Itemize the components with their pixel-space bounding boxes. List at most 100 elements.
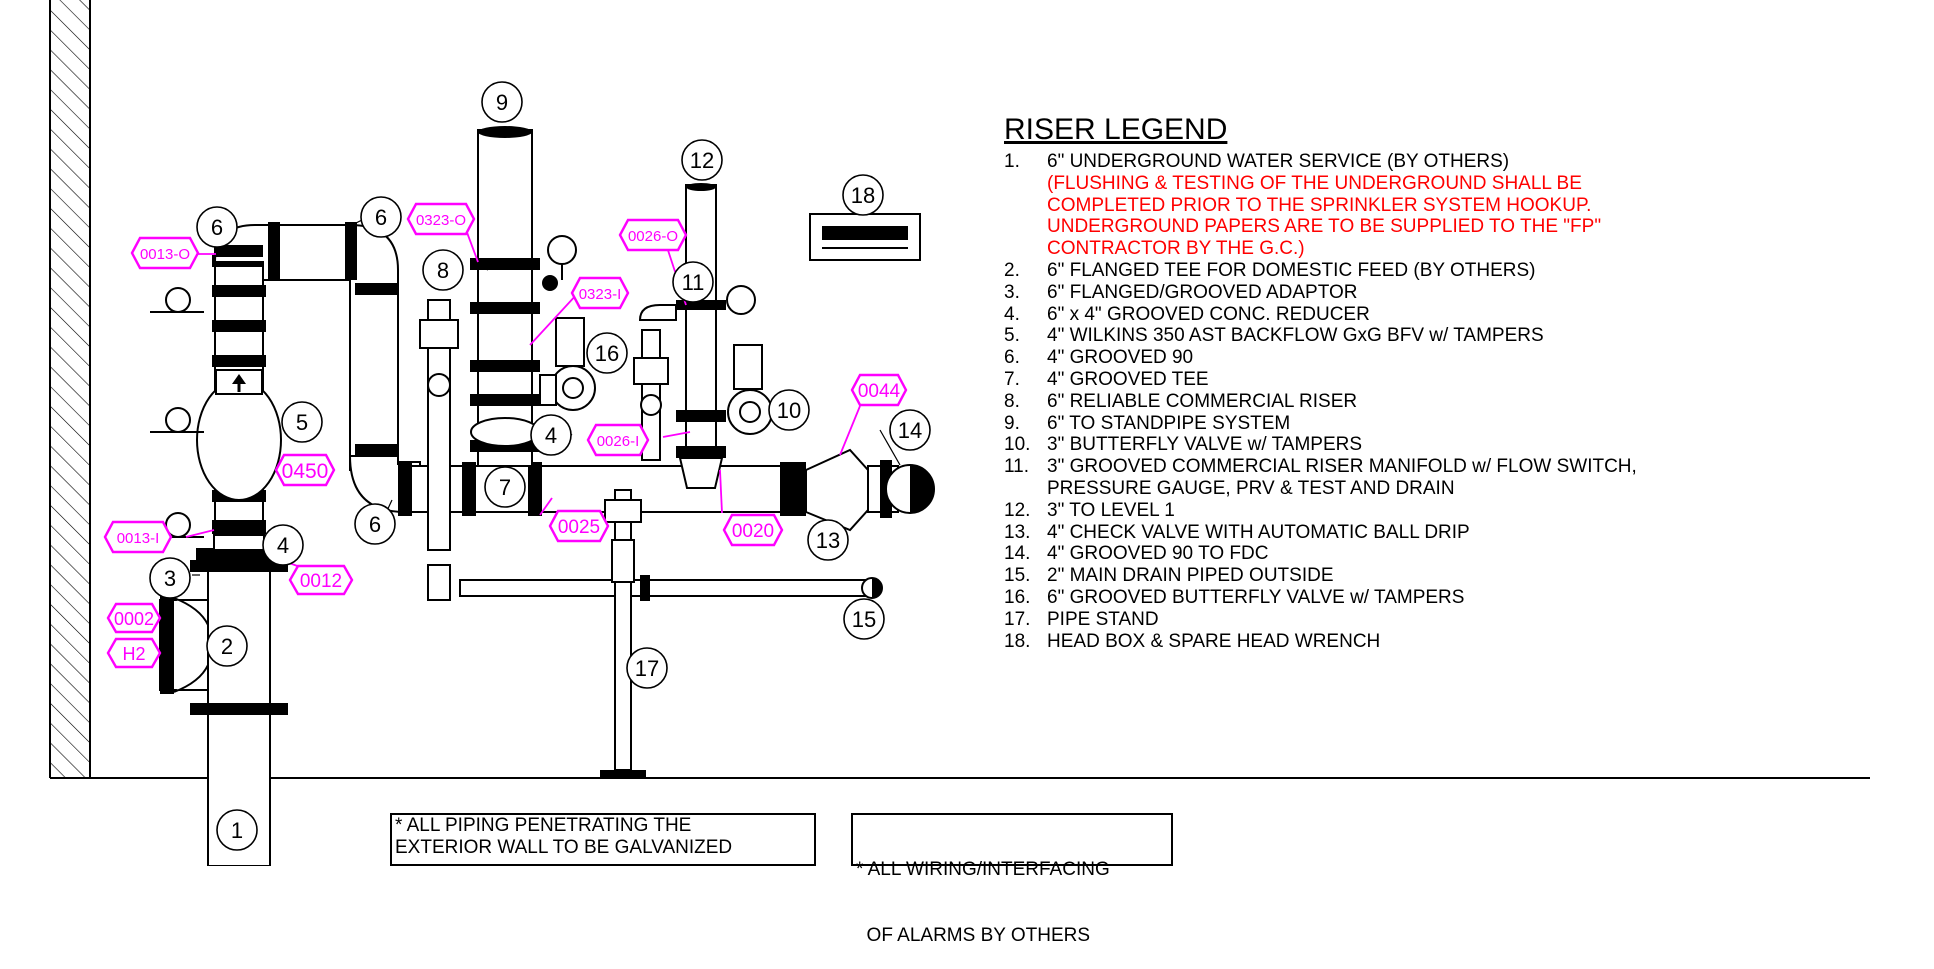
legend-item-line: 4.6" x 4" GROOVED CONC. REDUCER xyxy=(1004,304,1904,326)
legend-item-number: 5. xyxy=(1004,325,1020,347)
svg-text:2: 2 xyxy=(221,634,233,659)
legend-item-number: 13. xyxy=(1004,521,1031,543)
legend-item-text: PIPE STAND xyxy=(1047,608,1159,630)
callout-12: 12 xyxy=(681,139,723,181)
tag-0013-o: 0013-O xyxy=(130,236,200,270)
tag-0450: 0450 xyxy=(274,453,336,487)
alarm-wiring-note: * ALL WIRING/INTERFACING OF ALARMS BY OT… xyxy=(851,813,1173,946)
legend-item-text: 6" FLANGED/GROOVED ADAPTOR xyxy=(1047,281,1358,303)
svg-text:16: 16 xyxy=(595,341,619,366)
callout-7: 7 xyxy=(484,466,526,508)
legend-item-note-line: CONTRACTOR BY THE G.C.) xyxy=(1004,238,1904,260)
legend-item-number: 9. xyxy=(1004,412,1020,434)
svg-text:12: 12 xyxy=(690,148,714,173)
callout-1: 1 xyxy=(216,809,258,851)
callout-6-bottom: 6 xyxy=(354,503,396,545)
callout-8: 8 xyxy=(422,249,464,291)
legend-item-line: 7.4" GROOVED TEE xyxy=(1004,369,1904,391)
tag-0026-i: 0026-I xyxy=(586,423,650,457)
callout-3: 3 xyxy=(149,557,191,599)
check-valve xyxy=(794,448,869,532)
legend-item-line: 17.PIPE STAND xyxy=(1004,609,1904,631)
svg-text:6: 6 xyxy=(375,205,387,230)
flanged-tee xyxy=(159,596,209,694)
legend-item-text: PRESSURE GAUGE, PRV & TEST AND DRAIN xyxy=(1047,477,1455,499)
riser-legend: RISER LEGEND 1. 6" UNDERGROUND WATER SERV… xyxy=(1004,113,1904,652)
tag-0012: 0012 xyxy=(288,564,354,596)
svg-text:17: 17 xyxy=(635,656,659,681)
legend-item-number xyxy=(1004,195,1047,217)
legend-item-number: 2. xyxy=(1004,259,1020,281)
legend-item-text: 6" GROOVED BUTTERFLY VALVE w/ TAMPERS xyxy=(1047,586,1465,608)
callout-2: 2 xyxy=(206,625,248,667)
svg-text:0020: 0020 xyxy=(732,521,774,542)
legend-item-line: 18.HEAD BOX & SPARE HEAD WRENCH xyxy=(1004,631,1904,653)
svg-text:11: 11 xyxy=(682,270,705,295)
legend-item-text: 3" GROOVED COMMERCIAL RISER MANIFOLD w/ … xyxy=(1047,456,1637,478)
tag-0323-i: 0323-I xyxy=(570,276,630,310)
svg-text:0323-O: 0323-O xyxy=(416,212,466,229)
flanged-adaptor xyxy=(196,534,282,560)
callout-18: 18 xyxy=(842,174,884,216)
legend-item-text: 6" RELIABLE COMMERCIAL RISER xyxy=(1047,390,1358,412)
legend-item-line: PRESSURE GAUGE, PRV & TEST AND DRAIN xyxy=(1004,478,1904,500)
svg-text:0026-O: 0026-O xyxy=(628,228,678,245)
svg-text:10: 10 xyxy=(777,398,801,423)
legend-item-line: 12.3" TO LEVEL 1 xyxy=(1004,500,1904,522)
legend-item-text: 3" TO LEVEL 1 xyxy=(1047,499,1175,521)
legend-item-text: UNDERGROUND PAPERS ARE TO BE SUPPLIED TO… xyxy=(1047,216,1602,238)
svg-text:0025: 0025 xyxy=(558,517,600,538)
commercial-riser xyxy=(470,126,577,467)
legend-item-text: 3" BUTTERFLY VALVE w/ TAMPERS xyxy=(1047,434,1363,456)
tag-0002: 0002 xyxy=(106,602,162,634)
svg-text:0044: 0044 xyxy=(858,381,901,402)
legend-item-line: 16.6" GROOVED BUTTERFLY VALVE w/ TAMPERS xyxy=(1004,587,1904,609)
legend-item-line: 5. 4" WILKINS 350 AST BACKFLOW GxG BFV w/… xyxy=(1004,325,1904,347)
legend-item-number: 14. xyxy=(1004,543,1031,565)
note-line: EXTERIOR WALL TO BE GALVANIZED xyxy=(395,837,733,858)
callout-6-left: 6 xyxy=(196,206,238,248)
riser-drain xyxy=(419,299,459,601)
tag-0026-o: 0026-O xyxy=(618,218,688,252)
legend-item-number: 1. xyxy=(1004,151,1020,172)
legend-item-text: 2" MAIN DRAIN PIPED OUTSIDE xyxy=(1047,565,1334,587)
callout-13: 13 xyxy=(807,519,849,561)
legend-item-number xyxy=(1004,216,1047,238)
legend-item-number: 11. xyxy=(1004,456,1030,478)
pipe-stand xyxy=(600,489,646,778)
tag-0013-i: 0013-I xyxy=(103,520,173,554)
legend-item-number: 6. xyxy=(1004,347,1020,369)
callout-4-lower: 4 xyxy=(262,524,304,566)
legend-item-line: 2.6" FLANGED TEE FOR DOMESTIC FEED (BY O… xyxy=(1004,260,1904,282)
legend-item-line: 6.4" GROOVED 90 xyxy=(1004,347,1904,369)
legend-item-text: CONTRACTOR BY THE G.C.) xyxy=(1047,238,1305,260)
svg-text:4: 4 xyxy=(545,423,557,448)
legend-item-number xyxy=(1004,478,1047,500)
svg-text:4: 4 xyxy=(277,533,289,558)
legend-item-line: 11. 3" GROOVED COMMERCIAL RISER MANIFOLD … xyxy=(1004,456,1904,478)
svg-text:0323-I: 0323-I xyxy=(579,286,622,303)
svg-text:H2: H2 xyxy=(122,644,145,664)
head-box xyxy=(809,213,921,261)
svg-text:0002: 0002 xyxy=(114,609,154,629)
legend-item-note-line: (FLUSHING & TESTING OF THE UNDERGROUND S… xyxy=(1004,173,1904,195)
legend-item-text: 6" UNDERGROUND WATER SERVICE (BY OTHERS) xyxy=(1047,151,1510,172)
tag-0020: 0020 xyxy=(722,513,784,547)
callout-6-top: 6 xyxy=(360,196,402,238)
legend-item-number xyxy=(1004,238,1047,260)
legend-item-text: 6" x 4" GROOVED CONC. REDUCER xyxy=(1047,303,1370,325)
butterfly-valve-6in xyxy=(539,317,596,411)
callout-10: 10 xyxy=(768,389,810,431)
legend-item-line: 14.4" GROOVED 90 TO FDC xyxy=(1004,543,1904,565)
note-line: * ALL PIPING PENETRATING THE xyxy=(395,815,692,836)
legend-title: RISER LEGEND xyxy=(1004,113,1228,146)
level1-riser xyxy=(676,183,756,489)
legend-items: 1. 6" UNDERGROUND WATER SERVICE (BY OTHER… xyxy=(1004,151,1904,652)
legend-item-line: 9.6" TO STANDPIPE SYSTEM xyxy=(1004,413,1904,435)
svg-text:6: 6 xyxy=(211,215,223,240)
svg-text:8: 8 xyxy=(437,258,449,283)
legend-item-text: 4" WILKINS 350 AST BACKFLOW GxG BFV w/ T… xyxy=(1047,325,1544,347)
legend-item-note-line: UNDERGROUND PAPERS ARE TO BE SUPPLIED TO… xyxy=(1004,216,1904,238)
legend-item-text: 4" CHECK VALVE WITH AUTOMATIC BALL DRIP xyxy=(1047,521,1470,543)
horizontal-header xyxy=(398,462,794,516)
